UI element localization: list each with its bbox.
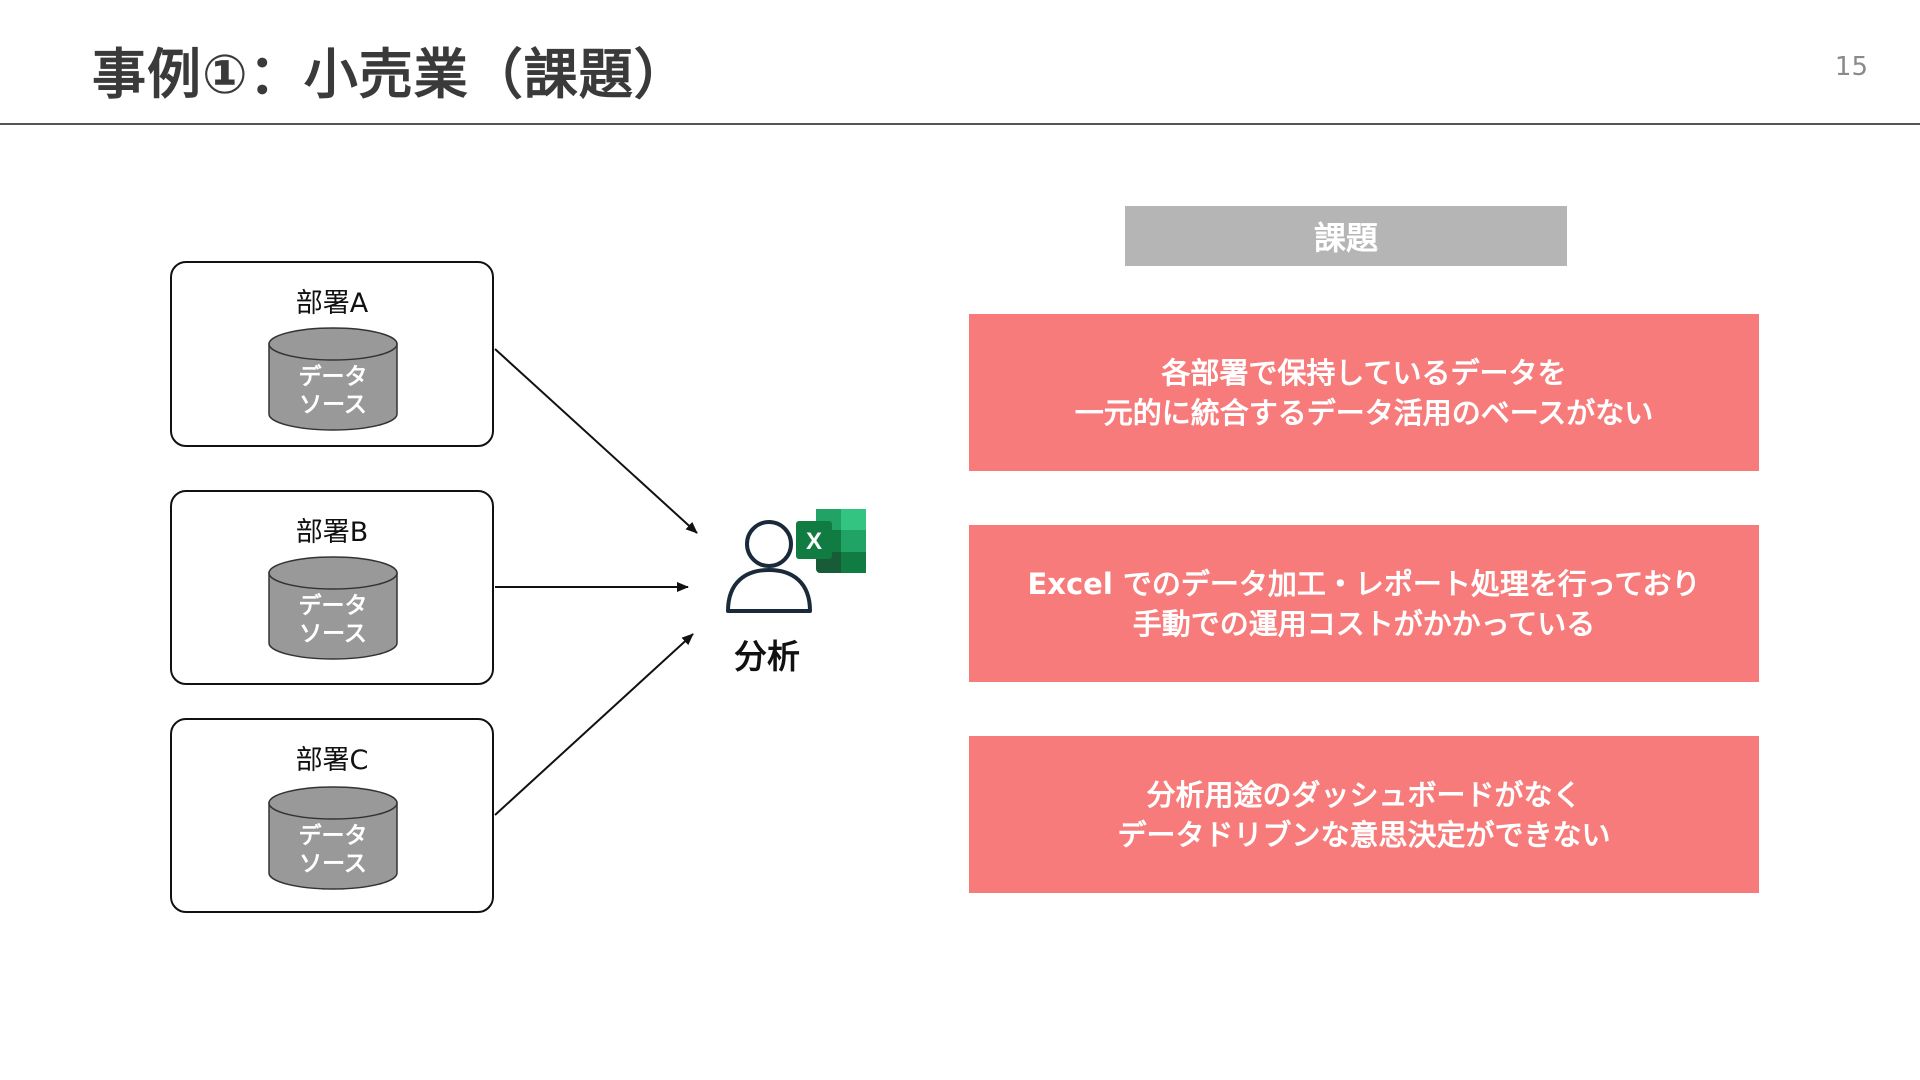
database-icon: データ ソース bbox=[268, 786, 398, 890]
title-divider bbox=[0, 123, 1920, 125]
department-b-box: 部署B データ ソース bbox=[170, 490, 494, 685]
department-c-label: 部署C bbox=[295, 745, 369, 776]
excel-icon: X bbox=[796, 507, 868, 579]
analysis-label: 分析 bbox=[734, 637, 800, 676]
department-a-box: 部署A データ ソース bbox=[170, 261, 494, 447]
page-number: 15 bbox=[1834, 52, 1868, 82]
database-label-line1: データ bbox=[298, 364, 368, 390]
issue-card-3: 分析用途のダッシュボードがなく データドリブンな意思決定ができない bbox=[969, 736, 1759, 893]
issue-3-line2: データドリブンな意思決定ができない bbox=[1117, 817, 1611, 852]
user-icon bbox=[724, 516, 814, 620]
arrow-c-to-analysis bbox=[494, 633, 694, 816]
excel-letter: X bbox=[806, 528, 822, 555]
department-b-label: 部署B bbox=[295, 517, 369, 548]
department-a-label: 部署A bbox=[295, 288, 369, 319]
database-label-line2: ソース bbox=[299, 621, 367, 647]
issue-1-line1: 各部署で保持しているデータを bbox=[1161, 355, 1567, 390]
department-c-box: 部署C データ ソース bbox=[170, 718, 494, 913]
issue-3-line1: 分析用途のダッシュボードがなく bbox=[1146, 777, 1582, 812]
issues-header: 課題 bbox=[1125, 206, 1567, 266]
issue-card-1: 各部署で保持しているデータを 一元的に統合するデータ活用のベースがない bbox=[969, 314, 1759, 471]
database-label-line1: データ bbox=[298, 593, 368, 619]
issue-2-line2: 手動での運用コストがかかっている bbox=[1132, 606, 1596, 641]
database-icon: データ ソース bbox=[268, 556, 398, 660]
issue-2-line1: Excel でのデータ加工・レポート処理を行っており bbox=[1027, 566, 1701, 601]
database-label-line2: ソース bbox=[299, 392, 367, 418]
issue-1-line2: 一元的に統合するデータ活用のベースがない bbox=[1074, 395, 1654, 430]
arrow-a-to-analysis bbox=[494, 348, 698, 534]
database-label-line2: ソース bbox=[299, 851, 367, 877]
issue-card-2: Excel でのデータ加工・レポート処理を行っており 手動での運用コストがかかっ… bbox=[969, 525, 1759, 682]
database-icon: データ ソース bbox=[268, 327, 398, 431]
database-label-line1: データ bbox=[298, 823, 368, 849]
slide-title: 事例①：小売業（課題） bbox=[92, 43, 689, 106]
